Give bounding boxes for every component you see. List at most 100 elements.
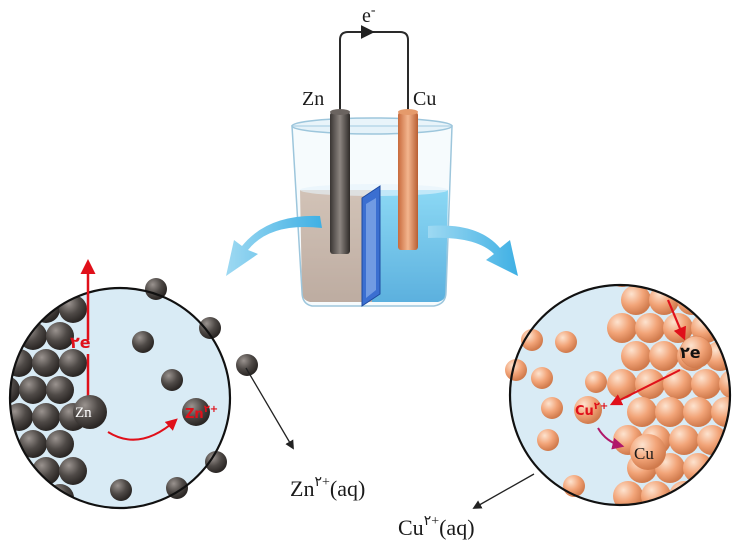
zinc-ion-particle bbox=[199, 317, 221, 339]
zinc-ion bbox=[182, 398, 210, 426]
copper-atom-label: Cu bbox=[634, 444, 654, 463]
copper-ion-particle bbox=[521, 329, 543, 351]
copper-lattice-atom bbox=[733, 285, 751, 315]
copper-lattice-atom bbox=[613, 481, 643, 505]
zinc-ion-solution-label: Zn۲+(aq) bbox=[290, 475, 365, 501]
copper-lattice-atom bbox=[691, 369, 721, 399]
copper-lattice-atom bbox=[725, 481, 730, 505]
zinc-lattice-atom bbox=[46, 288, 74, 296]
zinc-lattice-atom bbox=[59, 457, 87, 485]
copper-ion-particle bbox=[505, 359, 527, 381]
copper-lattice-atom bbox=[649, 341, 679, 371]
zinc-lattice-atom bbox=[32, 349, 60, 377]
copper-lattice-atom bbox=[607, 313, 637, 343]
copper-lattice-atom bbox=[663, 369, 693, 399]
zinc-lattice-atom bbox=[10, 484, 20, 508]
zinc-lattice-atom bbox=[10, 322, 20, 350]
copper-lattice-atom bbox=[711, 453, 730, 483]
zinc-electrode-label: Zn bbox=[302, 88, 324, 110]
zinc-ion-particle bbox=[132, 331, 154, 353]
copper-lattice-atom bbox=[627, 509, 657, 539]
zinc-anode-zoom bbox=[8, 278, 258, 510]
copper-lattice-atom bbox=[683, 509, 713, 539]
copper-ion-particle bbox=[585, 371, 607, 393]
copper-lattice-atom bbox=[697, 481, 727, 505]
electron-label: e- bbox=[362, 3, 376, 27]
copper-lattice-atom bbox=[683, 453, 713, 483]
oxidation-arrow bbox=[107, 418, 178, 441]
copper-lattice-atom bbox=[739, 397, 751, 427]
zinc-lattice-atom bbox=[46, 376, 74, 404]
reduction-arrow bbox=[609, 369, 681, 406]
zinc-lattice-atom bbox=[10, 376, 20, 404]
copper-lattice-atom bbox=[739, 453, 751, 483]
copper-lattice-atom bbox=[635, 313, 665, 343]
copper-lattice-atom bbox=[719, 313, 730, 343]
copper-lattice-atom bbox=[697, 425, 727, 455]
copper-lattice-atom bbox=[655, 397, 685, 427]
copper-lattice-atom bbox=[739, 509, 751, 539]
zinc-ion-particle bbox=[110, 479, 132, 501]
copper-electrode bbox=[398, 112, 418, 250]
copper-lattice-atom bbox=[663, 285, 693, 287]
zinc-lattice bbox=[10, 288, 87, 508]
electrons-label-right: ۲e bbox=[680, 343, 701, 362]
zinc-ion-particle bbox=[145, 278, 167, 300]
copper-electrode-label: Cu bbox=[413, 88, 436, 110]
copper-ion-particle bbox=[537, 429, 559, 451]
copper-ion bbox=[574, 396, 602, 424]
beaker bbox=[291, 117, 453, 307]
zinc-lattice-atom bbox=[10, 295, 33, 323]
zinc-atom bbox=[73, 395, 107, 429]
copper-lattice-atom bbox=[627, 397, 657, 427]
zinc-lattice-atom bbox=[10, 288, 20, 296]
zoom-arrow-left bbox=[226, 215, 322, 276]
zinc-ion-particle bbox=[161, 369, 183, 391]
copper-lattice-atom bbox=[711, 509, 741, 539]
copper-cathode-zoom bbox=[505, 283, 751, 539]
copper-lattice-atom bbox=[621, 341, 651, 371]
zinc-ion-particle bbox=[236, 354, 258, 376]
electrons-label-left: ۲e bbox=[70, 333, 91, 352]
copper-ion-solution-label: Cu۲+(aq) bbox=[398, 514, 475, 540]
copper-ions-in-solution bbox=[505, 329, 607, 497]
zinc-lattice-atom bbox=[19, 376, 47, 404]
electron-flow-arrow-right bbox=[666, 299, 686, 341]
zinc-atom-label: Zn bbox=[75, 405, 92, 421]
copper-lattice-atom bbox=[725, 425, 730, 455]
copper-lattice-atom bbox=[635, 285, 665, 287]
zinc-lattice-atom bbox=[46, 322, 74, 350]
zinc-ion-particle bbox=[166, 477, 188, 499]
zinc-ion-pointer bbox=[245, 367, 294, 450]
zinc-lattice-atom bbox=[19, 430, 47, 458]
zinc-ion-particle bbox=[205, 451, 227, 473]
copper-lattice-atom bbox=[683, 397, 713, 427]
copper-ion-pointer bbox=[472, 473, 535, 509]
copper-lattice-atom bbox=[691, 285, 721, 287]
copper-lattice-atom bbox=[607, 285, 637, 287]
zinc-lattice-atom bbox=[32, 403, 60, 431]
copper-lattice-atom bbox=[719, 369, 730, 399]
copper-ion-label: Cu۲+ bbox=[575, 401, 608, 419]
copper-lattice-atom bbox=[641, 481, 671, 505]
external-circuit bbox=[339, 25, 409, 118]
copper-ion-particle bbox=[555, 331, 577, 353]
copper-ion-particle bbox=[563, 475, 585, 497]
zinc-lattice-atom bbox=[19, 288, 47, 296]
zinc-electrode bbox=[330, 112, 350, 254]
zinc-ions-in-solution bbox=[110, 278, 258, 501]
zinc-lattice-atom bbox=[46, 484, 74, 508]
zinc-lattice-atom bbox=[10, 403, 33, 431]
copper-ion-particle bbox=[541, 397, 563, 419]
copper-lattice-atom bbox=[655, 509, 685, 539]
copper-lattice-atom bbox=[705, 285, 730, 315]
deposition-arrow bbox=[597, 427, 625, 450]
copper-lattice-atom bbox=[719, 285, 730, 287]
copper-lattice-atom bbox=[669, 425, 699, 455]
copper-lattice-atom bbox=[607, 369, 637, 399]
zinc-ion-label: Zn۲+ bbox=[185, 404, 218, 422]
zinc-lattice-atom bbox=[59, 349, 87, 377]
zinc-lattice-atom bbox=[19, 484, 47, 508]
copper-ion-particle bbox=[531, 367, 553, 389]
